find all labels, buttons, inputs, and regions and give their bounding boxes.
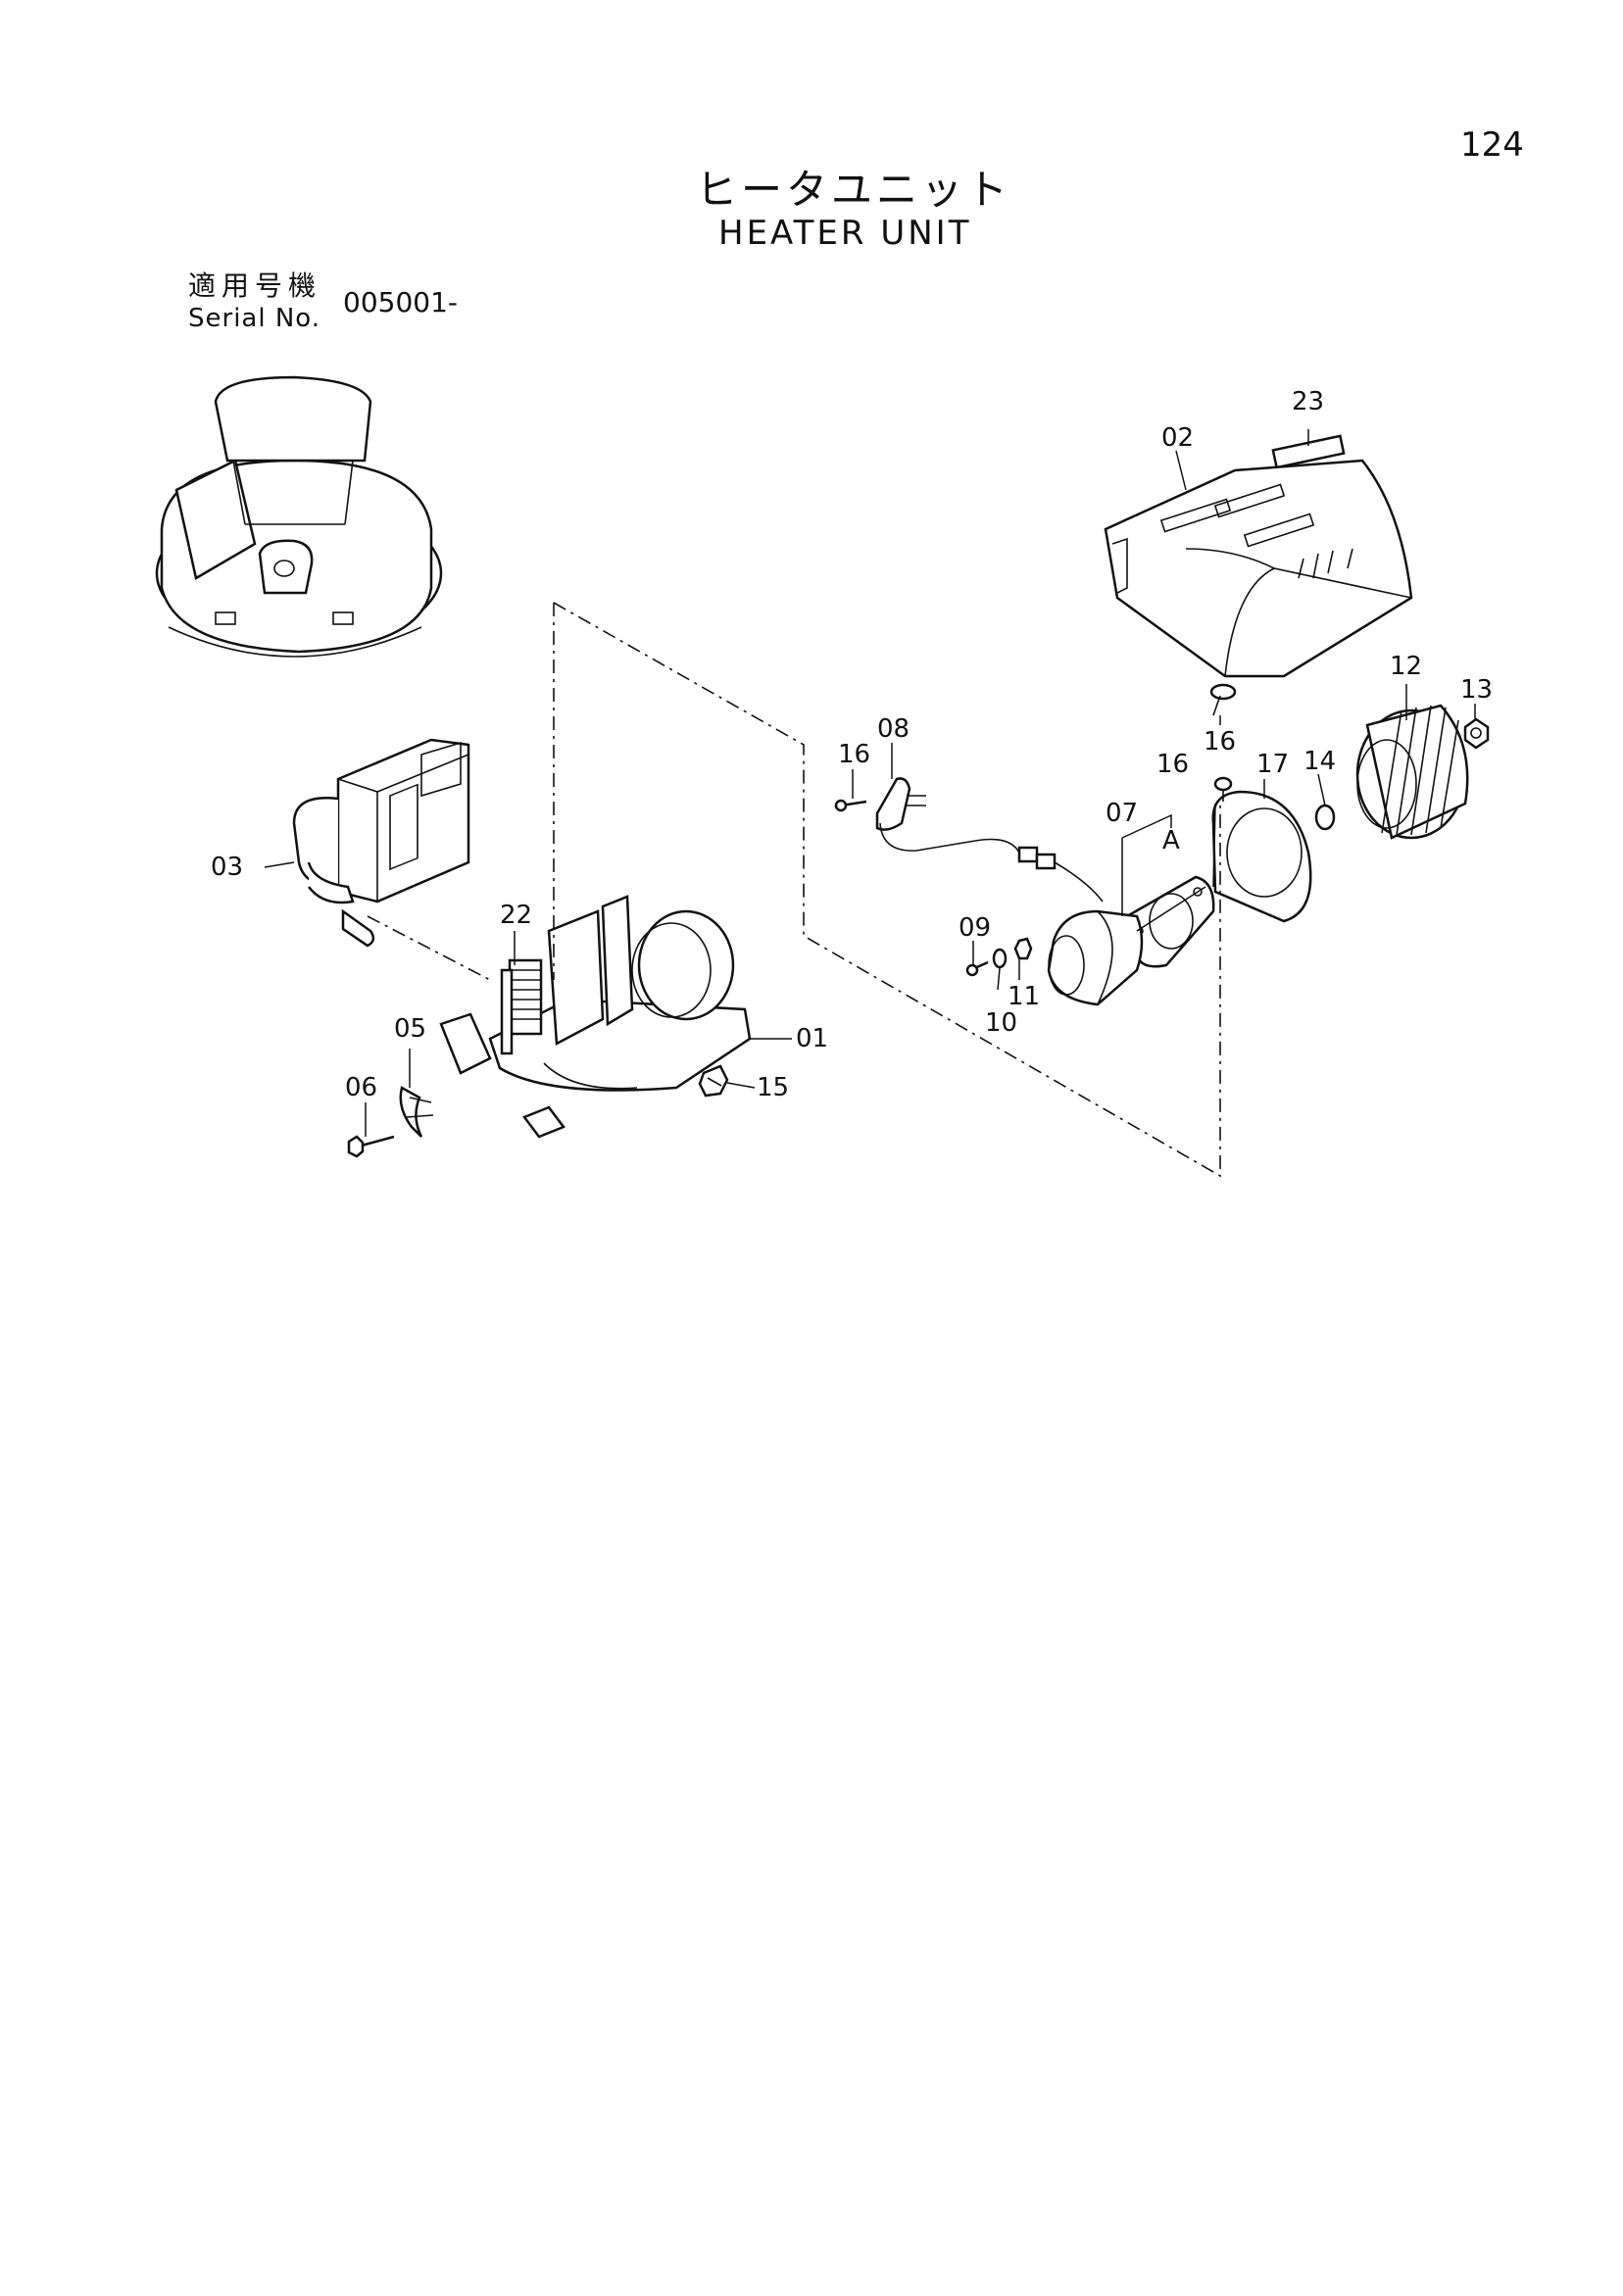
part-22-filter <box>500 968 514 1055</box>
part-16-screw-resistor <box>834 799 867 812</box>
page-title-jp: ヒータユニット <box>696 166 1012 214</box>
callout-01: 01 <box>796 1024 828 1053</box>
callout-16-mid: 16 <box>1156 750 1189 779</box>
part-06-bolt <box>347 1135 395 1158</box>
callout-17: 17 <box>1256 750 1289 779</box>
assembly-lines <box>367 602 1221 1178</box>
callout-22: 22 <box>500 901 532 930</box>
part-16-screw-casing <box>1213 776 1233 802</box>
callout-06: 06 <box>345 1073 377 1102</box>
part-05-clamp <box>399 1086 434 1138</box>
part-02-cover <box>1104 459 1413 678</box>
part-08-resistor-harness <box>875 777 1104 903</box>
part-17-casing <box>1211 790 1312 923</box>
part-10-washer <box>992 948 1008 969</box>
callout-16-top: 16 <box>1204 727 1236 757</box>
serial-value: 005001- <box>343 286 458 318</box>
part-01-heater-case <box>439 895 752 1139</box>
callout-10: 10 <box>985 1008 1017 1038</box>
callout-09: 09 <box>959 913 991 943</box>
callout-08: 08 <box>877 714 910 744</box>
part-09-bolt <box>965 960 989 977</box>
part-07-motor <box>1047 886 1206 1006</box>
callout-12: 12 <box>1390 652 1422 681</box>
callout-13: 13 <box>1460 675 1493 705</box>
part-03-heater-core <box>292 738 470 948</box>
machine-overview-illustration <box>155 375 443 658</box>
callout-02: 02 <box>1161 423 1194 453</box>
serial-label-en: Serial No. <box>188 304 320 333</box>
callout-11: 11 <box>1008 982 1040 1011</box>
callout-15: 15 <box>757 1073 789 1102</box>
serial-label-jp: 適用号機 <box>188 269 322 302</box>
part-12-fan <box>1355 704 1469 840</box>
callout-16-left: 16 <box>838 740 870 769</box>
callout-05: 05 <box>394 1014 426 1044</box>
part-23-label <box>1271 434 1346 469</box>
callout-23: 23 <box>1292 387 1324 416</box>
part-15-grommet <box>698 1064 729 1098</box>
callout-14: 14 <box>1303 747 1336 776</box>
part-13-nut <box>1463 717 1490 750</box>
part-11-nut <box>1013 937 1033 960</box>
callout-03: 03 <box>211 853 243 882</box>
page-number: 124 <box>1460 125 1524 165</box>
part-14-washer <box>1314 804 1336 831</box>
part-16-screw-cover <box>1209 683 1237 716</box>
page-title-en: HEATER UNIT <box>718 214 972 253</box>
callout-A: A <box>1162 826 1180 855</box>
leader-lines <box>264 429 1476 1137</box>
callout-07: 07 <box>1106 799 1138 828</box>
